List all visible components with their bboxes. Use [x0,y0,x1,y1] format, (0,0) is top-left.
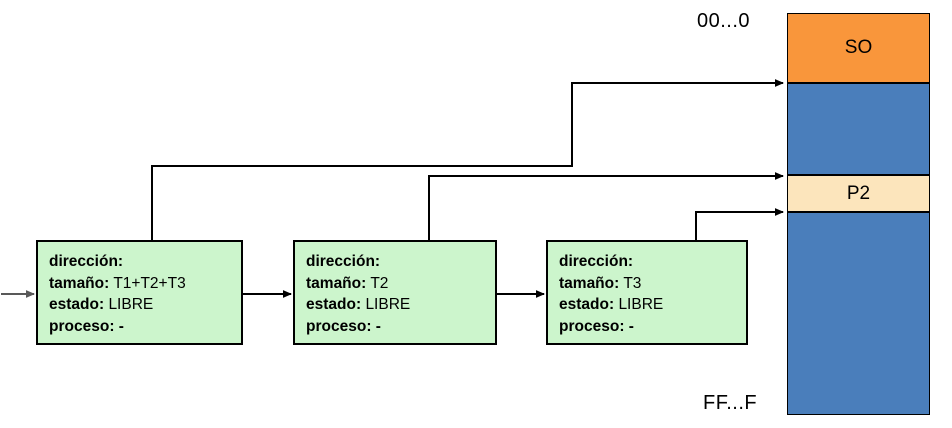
field-key: tamaño: [306,274,367,292]
node-field-tamano: tamaño: T2 [306,273,495,295]
node-field-proceso: proceso: - [49,316,241,338]
node-field-direccion: dirección: [306,251,495,273]
field-key: estado: [306,296,362,313]
field-value: LIBRE [108,296,154,313]
field-value: : - [366,317,381,335]
field-value: : - [109,317,124,335]
memory-top-address-label: 00...0 [697,10,751,32]
memory-segment-label: SO [844,37,873,58]
memory-bottom-address-label: FF...F [703,392,758,414]
field-key: dirección: [559,253,634,270]
field-value: T1+T2+T3 [113,274,186,292]
memory-segment-free-1[interactable] [787,83,930,175]
address-link-1 [151,79,784,240]
field-value: LIBRE [365,296,411,313]
node-field-direccion: dirección: [559,251,746,273]
field-key: proceso [306,317,367,335]
node-field-proceso: proceso: - [559,316,746,338]
node-field-direccion: dirección: [49,251,241,273]
field-key: tamaño: [559,274,620,292]
memory-segment-label: P2 [846,182,871,204]
field-key: dirección: [306,253,381,270]
node-field-estado: estado: LIBRE [306,294,495,316]
field-key: estado: [49,296,105,313]
field-value: T3 [623,274,642,292]
field-value: T2 [370,274,389,292]
node-field-estado: estado: LIBRE [49,294,241,316]
node-field-tamano: tamaño: T1+T2+T3 [49,273,241,295]
field-key: proceso [49,317,110,335]
node-field-estado: estado: LIBRE [559,294,746,316]
node-field-proceso: proceso: - [306,316,495,338]
list-item[interactable]: dirección: tamaño: T3 estado: LIBRE proc… [546,240,748,345]
field-key: proceso [559,317,620,335]
address-link-2 [428,172,784,259]
list-item[interactable]: dirección: tamaño: T2 estado: LIBRE proc… [293,240,497,345]
memory-segment-so[interactable]: SO [787,13,930,83]
field-value: : - [619,317,634,335]
field-key: tamaño: [49,274,110,292]
list-item[interactable]: dirección: tamaño: T1+T2+T3 estado: LIBR… [36,240,243,345]
field-key: dirección: [49,253,124,270]
node-field-tamano: tamaño: T3 [559,273,746,295]
field-key: estado: [559,296,615,313]
memory-segment-free-2[interactable] [787,212,930,415]
memory-segment-p2[interactable]: P2 [787,175,930,212]
field-value: LIBRE [618,296,664,313]
